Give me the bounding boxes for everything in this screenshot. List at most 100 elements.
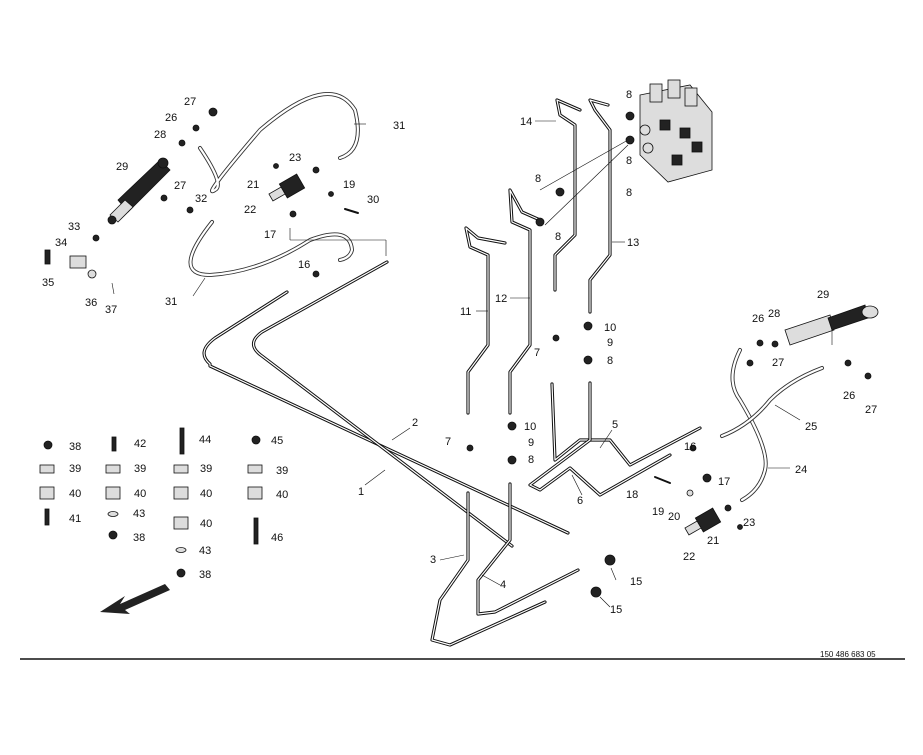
- label-38c: 38: [199, 569, 211, 581]
- label-28a: 28: [154, 129, 166, 141]
- control-valve-block: [539, 79, 713, 226]
- label-8c: 8: [626, 187, 632, 199]
- pipe-5: [550, 382, 702, 467]
- label-3: 3: [430, 554, 436, 566]
- label-1: 1: [358, 486, 364, 498]
- pipe-3: [430, 491, 547, 647]
- label-20: 20: [668, 511, 680, 523]
- leader-lines: [192, 120, 801, 608]
- label-36: 36: [85, 297, 97, 309]
- label-26c: 26: [843, 390, 855, 402]
- label-39c: 39: [200, 463, 212, 475]
- label-32: 32: [195, 193, 207, 205]
- label-40e: 40: [200, 518, 212, 530]
- label-22b: 22: [683, 551, 695, 563]
- label-31a: 31: [393, 120, 405, 132]
- hose-31-upper: [198, 92, 360, 194]
- label-42: 42: [134, 438, 146, 450]
- label-17b: 17: [718, 476, 730, 488]
- hydraulic-cylinder-right: [784, 304, 879, 346]
- hydraulic-cylinder-left: [107, 157, 171, 225]
- label-39b: 39: [134, 463, 146, 475]
- label-16a: 16: [298, 259, 310, 271]
- label-41: 41: [69, 513, 81, 525]
- forward-direction-arrow-icon: [100, 584, 170, 614]
- label-38a: 38: [69, 441, 81, 453]
- label-38b: 38: [133, 532, 145, 544]
- hose-25: [720, 366, 824, 438]
- pipe-1: [202, 290, 570, 535]
- label-29a: 29: [116, 161, 128, 173]
- label-43b: 43: [199, 545, 211, 557]
- label-18: 18: [626, 489, 638, 501]
- label-8a: 8: [626, 89, 632, 101]
- hose-31-lower: [188, 220, 355, 278]
- label-39d: 39: [276, 465, 288, 477]
- label-35: 35: [42, 277, 54, 289]
- label-8g: 8: [528, 454, 534, 466]
- label-40b: 40: [134, 488, 146, 500]
- small-fittings: [44, 107, 872, 598]
- label-4: 4: [500, 579, 506, 591]
- label-17a: 17: [264, 229, 276, 241]
- hose-24: [730, 348, 768, 502]
- label-9a: 9: [607, 337, 613, 349]
- label-22a: 22: [244, 204, 256, 216]
- label-43a: 43: [133, 508, 145, 520]
- label-8d: 8: [535, 173, 541, 185]
- label-5: 5: [612, 419, 618, 431]
- label-7a: 7: [534, 347, 540, 359]
- part-number-labels: 1 2 3 4 5 6 7 7 8 8 8 8 8 8 8 9 9 10 10 …: [42, 89, 877, 616]
- label-40d: 40: [276, 489, 288, 501]
- label-31b: 31: [165, 296, 177, 308]
- label-27d: 27: [865, 404, 877, 416]
- label-14: 14: [520, 116, 532, 128]
- label-28b: 28: [768, 308, 780, 320]
- label-40a: 40: [69, 488, 81, 500]
- label-26b: 26: [752, 313, 764, 325]
- label-21b: 21: [707, 535, 719, 547]
- label-27c: 27: [772, 357, 784, 369]
- label-8f: 8: [607, 355, 613, 367]
- label-29b: 29: [817, 289, 829, 301]
- label-10a: 10: [604, 322, 616, 334]
- label-40c: 40: [200, 488, 212, 500]
- label-7b: 7: [445, 436, 451, 448]
- label-27a: 27: [184, 96, 196, 108]
- label-25: 25: [805, 421, 817, 433]
- label-13: 13: [627, 237, 639, 249]
- label-46: 46: [271, 532, 283, 544]
- pipe-13: [588, 98, 612, 314]
- label-19a: 19: [343, 179, 355, 191]
- label-10b: 10: [524, 421, 536, 433]
- label-30: 30: [367, 194, 379, 206]
- drawing-number: 150 486 683 05: [820, 650, 876, 659]
- label-33: 33: [68, 221, 80, 233]
- pipe-6: [528, 381, 672, 497]
- label-34: 34: [55, 237, 67, 249]
- label-37: 37: [105, 304, 117, 316]
- pipe-11: [464, 226, 507, 415]
- pipe-2: [251, 260, 514, 548]
- label-8e: 8: [555, 231, 561, 243]
- label-2: 2: [412, 417, 418, 429]
- label-9b: 9: [528, 437, 534, 449]
- label-15b: 15: [610, 604, 622, 616]
- label-11: 11: [460, 306, 471, 318]
- label-6: 6: [577, 495, 583, 507]
- label-24: 24: [795, 464, 807, 476]
- label-19b: 19: [652, 506, 664, 518]
- pipe-4: [476, 482, 580, 616]
- pipe-14: [553, 98, 582, 292]
- label-27b: 27: [174, 180, 186, 192]
- label-21a: 21: [247, 179, 259, 191]
- label-23b: 23: [743, 517, 755, 529]
- label-12: 12: [495, 293, 507, 305]
- pipe-12: [508, 188, 542, 415]
- valve-22-left: [268, 173, 306, 202]
- label-39a: 39: [69, 463, 81, 475]
- valve-22-right: [684, 507, 722, 536]
- label-23a: 23: [289, 152, 301, 164]
- label-16b: 16: [684, 441, 696, 453]
